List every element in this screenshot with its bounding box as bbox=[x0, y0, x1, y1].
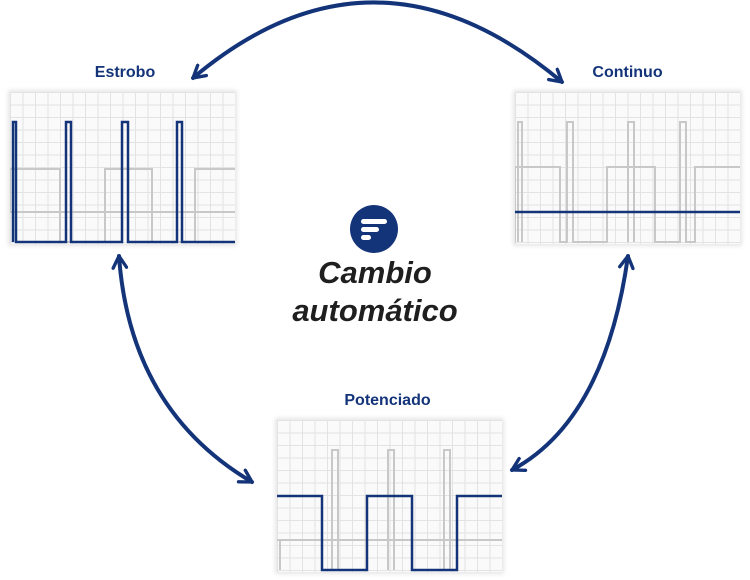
reference-waveform bbox=[515, 121, 740, 243]
mode-label-potenciado: Potenciado bbox=[344, 392, 431, 409]
waveform-panel-continuo bbox=[515, 92, 740, 244]
reference-waveform-spike bbox=[627, 121, 635, 242]
mode-label-estrobo: Estrobo bbox=[94, 64, 156, 81]
center-title-line2: automático bbox=[292, 293, 458, 328]
waveform-panel-potenciado bbox=[277, 420, 502, 572]
strobe-waveform bbox=[11, 120, 235, 244]
arrow-continuo-potenciado bbox=[510, 254, 635, 473]
arrow-estrobo-continuo bbox=[191, 0, 564, 84]
reference-waveform-spike bbox=[331, 449, 339, 570]
brand-stripes-icon bbox=[350, 205, 398, 258]
reference-waveform-spike bbox=[387, 449, 395, 570]
mode-label-continuo: Continuo bbox=[592, 64, 663, 81]
waveform-panel-estrobo bbox=[10, 92, 235, 244]
center-title-line1: Cambio bbox=[318, 255, 432, 290]
reference-waveform bbox=[277, 539, 281, 570]
boosted-waveform bbox=[277, 494, 502, 572]
reference-waveform-spike bbox=[443, 449, 451, 570]
arrow-potenciado-estrobo bbox=[111, 254, 254, 484]
reference-waveform-spike bbox=[517, 121, 523, 242]
reference-waveform bbox=[10, 168, 235, 243]
